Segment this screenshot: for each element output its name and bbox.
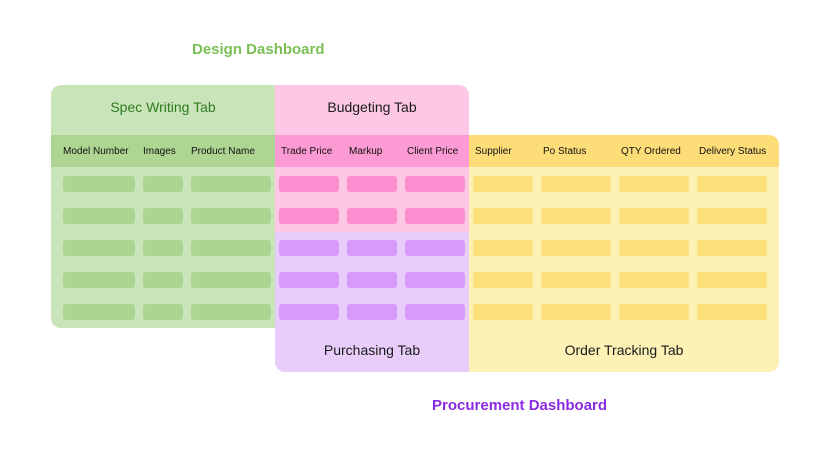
placeholder-cell — [473, 240, 533, 256]
placeholder-cell — [619, 304, 689, 320]
order-tracking-tab-label: Order Tracking Tab — [564, 342, 684, 358]
budgeting-tab-label: Budgeting Tab — [327, 99, 417, 115]
placeholder-cell — [63, 176, 135, 192]
col-model-number: Model Number — [63, 146, 129, 157]
spec-writing-tab-label: Spec Writing Tab — [110, 99, 216, 115]
placeholder-cell — [405, 176, 465, 192]
placeholder-cell — [541, 304, 611, 320]
placeholder-cell — [63, 304, 135, 320]
placeholder-cell — [697, 176, 767, 192]
col-po-status: Po Status — [543, 146, 587, 157]
placeholder-cell — [63, 240, 135, 256]
placeholder-cell — [473, 208, 533, 224]
placeholder-cell — [347, 176, 397, 192]
col-supplier: Supplier — [475, 146, 512, 157]
placeholder-cell — [279, 240, 339, 256]
placeholder-cell — [541, 176, 611, 192]
placeholder-cell — [541, 272, 611, 288]
placeholder-cell — [191, 272, 271, 288]
budgeting-header-row — [275, 135, 469, 167]
placeholder-cell — [143, 176, 183, 192]
placeholder-cell — [347, 272, 397, 288]
placeholder-cell — [619, 272, 689, 288]
col-markup: Markup — [349, 146, 383, 157]
placeholder-cell — [143, 240, 183, 256]
placeholder-cell — [191, 176, 271, 192]
placeholder-cell — [347, 304, 397, 320]
col-images: Images — [143, 146, 176, 157]
placeholder-cell — [541, 208, 611, 224]
placeholder-cell — [347, 240, 397, 256]
placeholder-cell — [191, 240, 271, 256]
placeholder-cell — [191, 208, 271, 224]
placeholder-cell — [473, 304, 533, 320]
col-client-price: Client Price — [407, 146, 459, 157]
placeholder-cell — [473, 176, 533, 192]
placeholder-cell — [279, 304, 339, 320]
col-product-name: Product Name — [191, 146, 255, 157]
placeholder-cell — [63, 208, 135, 224]
purchasing-tab-label: Purchasing Tab — [323, 342, 421, 358]
placeholder-cell — [63, 272, 135, 288]
placeholder-cell — [143, 208, 183, 224]
placeholder-cell — [405, 208, 465, 224]
placeholder-cell — [405, 240, 465, 256]
placeholder-cell — [405, 272, 465, 288]
placeholder-cell — [697, 240, 767, 256]
placeholder-cell — [279, 272, 339, 288]
placeholder-cell — [697, 304, 767, 320]
placeholder-cell — [619, 240, 689, 256]
placeholder-cell — [619, 208, 689, 224]
placeholder-cell — [143, 272, 183, 288]
col-qty-ordered: QTY Ordered — [621, 146, 681, 157]
placeholder-cell — [279, 176, 339, 192]
placeholder-cell — [619, 176, 689, 192]
placeholder-cell — [143, 304, 183, 320]
placeholder-cell — [541, 240, 611, 256]
spec-writing-header-row — [51, 135, 275, 167]
placeholder-cell — [347, 208, 397, 224]
placeholder-cell — [473, 272, 533, 288]
placeholder-cell — [191, 304, 271, 320]
placeholder-cell — [697, 208, 767, 224]
col-trade-price: Trade Price — [281, 146, 333, 157]
placeholder-cell — [279, 208, 339, 224]
col-delivery-status: Delivery Status — [699, 146, 767, 157]
procurement-dashboard-title: Procurement Dashboard — [432, 397, 608, 414]
order-tracking-header-row — [469, 135, 779, 167]
spec-writing-panel — [51, 85, 283, 328]
placeholder-cell — [405, 304, 465, 320]
design-dashboard-title: Design Dashboard — [192, 41, 325, 58]
placeholder-cell — [697, 272, 767, 288]
